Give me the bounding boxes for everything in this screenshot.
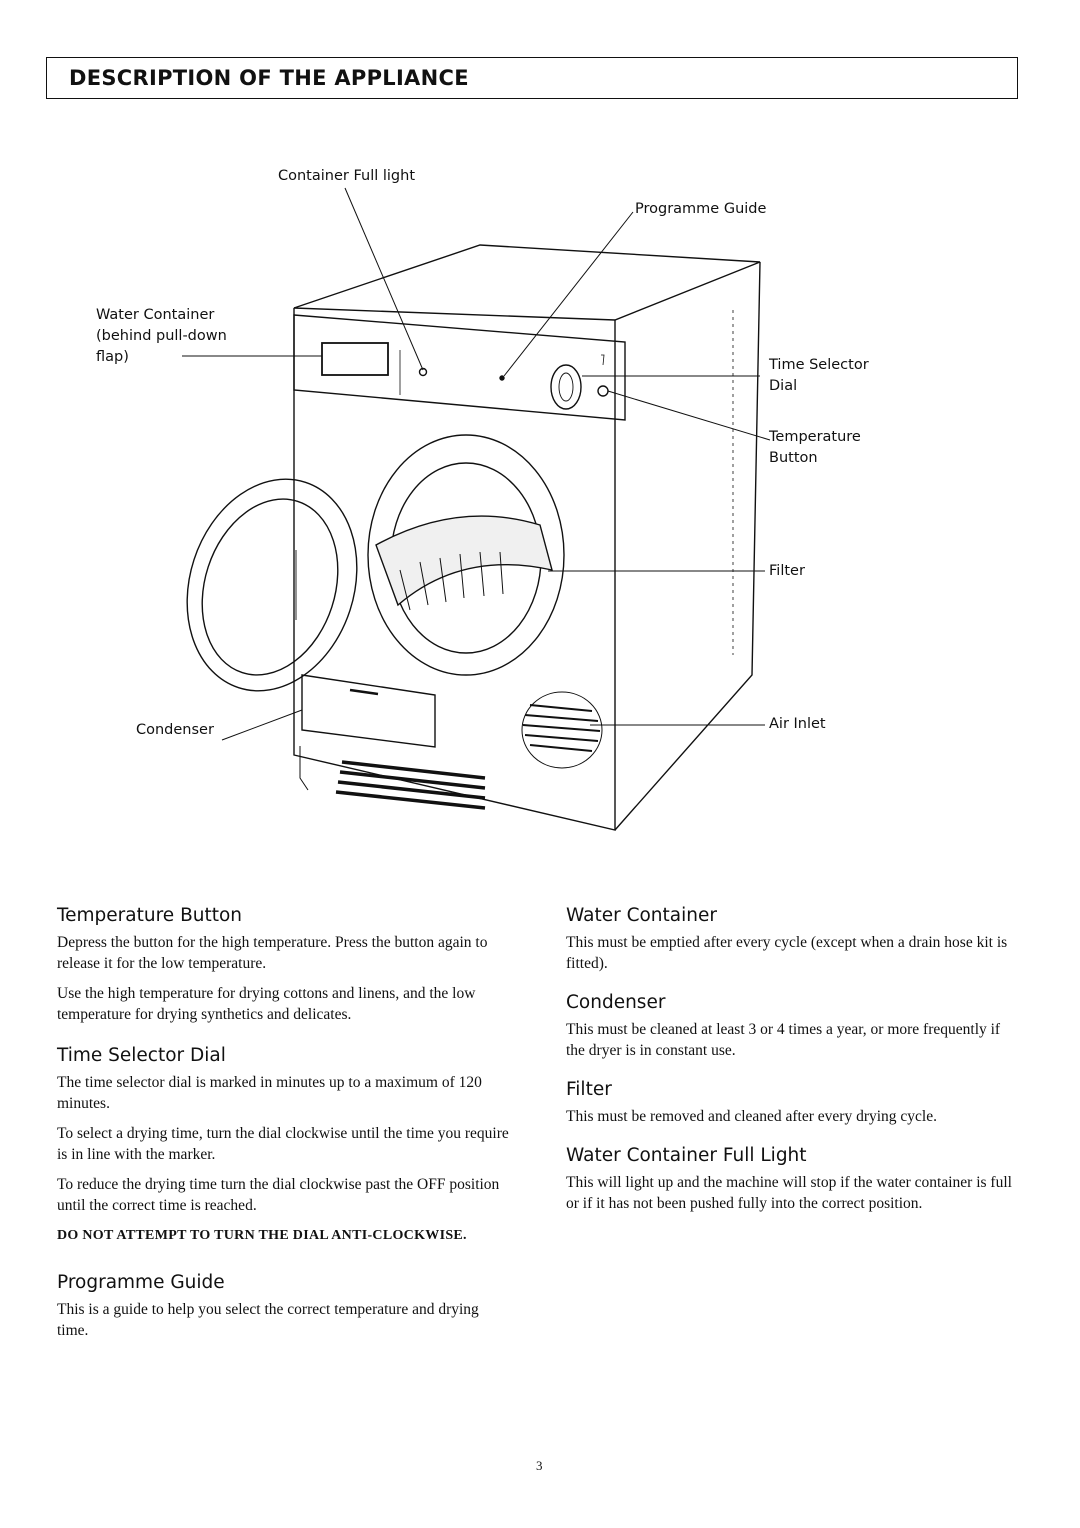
left-column: Temperature Button Depress the button fo… <box>57 905 512 1350</box>
label-time-selector-dial: Time Selector Dial <box>769 357 869 394</box>
text-time-selector-dial-2: To select a drying time, turn the dial c… <box>57 1125 509 1163</box>
open-door <box>186 478 358 692</box>
label-container-full-light: Container Full light <box>278 168 416 184</box>
heading-water-container: Water Container <box>566 905 717 926</box>
text-temperature-button-2: Use the high temperature for drying cott… <box>57 985 476 1023</box>
heading-temperature-button: Temperature Button <box>57 905 243 926</box>
tumble-dryer-illustration <box>182 187 771 831</box>
text-condenser-1: This must be cleaned at least 3 or 4 tim… <box>566 1021 1001 1059</box>
cabinet-front <box>293 308 616 831</box>
text-water-container-1: This must be emptied after every cycle (… <box>566 934 1008 972</box>
page-title: DESCRIPTION OF THE APPLIANCE <box>69 66 469 90</box>
base-vents <box>335 760 486 810</box>
label-water-container: Water Container (behind pull-down flap) <box>96 307 227 365</box>
label-programme-guide: Programme Guide <box>635 201 767 217</box>
warning-anti-clockwise: DO NOT ATTEMPT TO TURN THE DIAL ANTI-CLO… <box>57 1228 467 1243</box>
appliance-diagram: Container Full light Programme Guide Wat… <box>0 150 1080 850</box>
section-programme-guide: Programme Guide This is a guide to help … <box>57 1272 512 1341</box>
time-selector-dial <box>550 364 582 410</box>
section-title-box: DESCRIPTION OF THE APPLIANCE <box>46 57 1018 99</box>
page-number: 3 <box>536 1458 543 1473</box>
filter <box>375 515 553 607</box>
label-air-inlet: Air Inlet <box>769 716 826 732</box>
section-time-selector-dial: Time Selector Dial The time selector dia… <box>57 1045 512 1246</box>
text-temperature-button-1: Depress the button for the high temperat… <box>57 934 488 972</box>
cabinet-side <box>614 261 761 831</box>
cabinet-top <box>293 244 761 321</box>
heading-programme-guide: Programme Guide <box>57 1272 225 1293</box>
section-condenser: Condenser This must be cleaned at least … <box>566 992 1021 1061</box>
control-panel <box>293 314 626 421</box>
drum-opening <box>367 434 565 676</box>
section-temperature-button: Temperature Button Depress the button fo… <box>57 905 512 1025</box>
heading-time-selector-dial: Time Selector Dial <box>57 1045 226 1066</box>
section-filter: Filter This must be removed and cleaned … <box>566 1079 1021 1127</box>
air-inlet <box>521 691 603 769</box>
section-water-container: Water Container This must be emptied aft… <box>566 905 1021 974</box>
water-container-flap <box>321 342 389 376</box>
label-temperature-button: Temperature Button <box>769 429 861 466</box>
temperature-button <box>597 385 609 397</box>
heading-filter: Filter <box>566 1079 612 1100</box>
label-filter: Filter <box>769 563 805 579</box>
text-filter-1: This must be removed and cleaned after e… <box>566 1108 937 1125</box>
text-programme-guide-1: This is a guide to help you select the c… <box>57 1301 479 1339</box>
heading-water-container-full-light: Water Container Full Light <box>566 1145 807 1166</box>
container-full-light <box>418 367 428 377</box>
condenser-hatch <box>301 674 436 748</box>
text-time-selector-dial-1: The time selector dial is marked in minu… <box>57 1074 482 1112</box>
heading-condenser: Condenser <box>566 992 666 1013</box>
section-water-container-full-light: Water Container Full Light This will lig… <box>566 1145 1021 1214</box>
right-column: Water Container This must be emptied aft… <box>566 905 1021 1223</box>
text-water-container-full-light-1: This will light up and the machine will … <box>566 1174 1012 1212</box>
label-condenser: Condenser <box>136 722 214 738</box>
text-time-selector-dial-3: To reduce the drying time turn the dial … <box>57 1176 500 1214</box>
